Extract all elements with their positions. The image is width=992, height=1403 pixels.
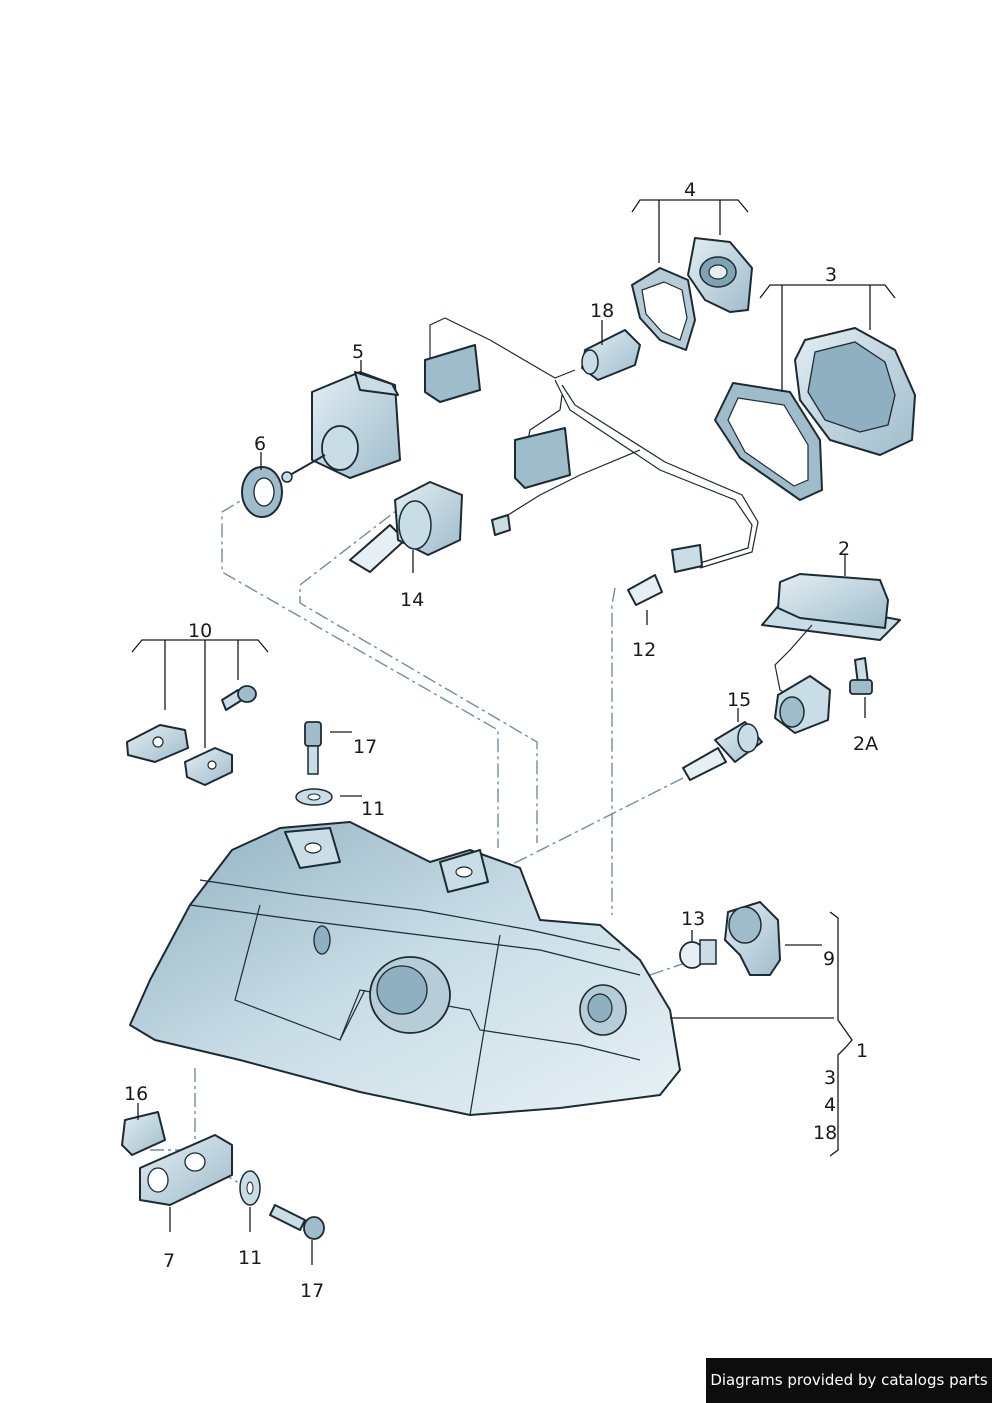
label-1-sub-18: 18 [813, 1122, 837, 1144]
label-2: 2 [838, 538, 850, 560]
footer-credit: Diagrams provided by catalogs parts [706, 1358, 992, 1403]
label-2a: 2A [853, 733, 878, 755]
label-18: 18 [590, 300, 614, 322]
label-10: 10 [188, 620, 212, 642]
label-6: 6 [254, 433, 266, 455]
part-17-bolt-upper [304, 721, 322, 775]
part-4-seal-and-cover [631, 237, 753, 351]
part-10-clips-and-screw [126, 685, 257, 786]
label-14: 14 [400, 589, 424, 611]
part-5-control-module [281, 371, 401, 483]
label-17-lower: 17 [300, 1280, 324, 1302]
part-1-headlight-housing [129, 821, 681, 1116]
part-14-headlight-bulb [349, 481, 463, 573]
label-4: 4 [684, 179, 696, 201]
label-15: 15 [727, 689, 751, 711]
label-7: 7 [163, 1250, 175, 1272]
part-11-washer-upper [295, 788, 333, 806]
part-16-clip [121, 1111, 166, 1156]
part-13-side-bulb [679, 939, 717, 969]
part-11-washer-lower [239, 1170, 261, 1206]
part-2-control-unit [761, 573, 901, 734]
label-11-upper: 11 [361, 798, 385, 820]
part-12-bulb [627, 574, 663, 606]
label-16: 16 [124, 1083, 148, 1105]
part-3-rear-cover-and-seal [714, 327, 916, 501]
label-12: 12 [632, 639, 656, 661]
part-15-xenon-bulb [682, 721, 763, 781]
label-13: 13 [681, 908, 705, 930]
label-5: 5 [352, 341, 364, 363]
label-9: 9 [823, 948, 835, 970]
label-17-upper: 17 [353, 736, 377, 758]
label-1-sub-4: 4 [824, 1094, 836, 1116]
label-1: 1 [856, 1040, 868, 1062]
label-3: 3 [825, 264, 837, 286]
part-17-bolt-lower [269, 1204, 325, 1240]
part-9-bulb-socket [724, 901, 781, 976]
callout-lines [131, 199, 896, 1265]
part-7-bracket [139, 1134, 233, 1206]
part-2a-screw [849, 657, 873, 695]
label-1-sub-3: 3 [824, 1067, 836, 1089]
part-6-retaining-ring [241, 466, 283, 518]
label-11-lower: 11 [238, 1247, 262, 1269]
part-18-wiring-harness [424, 317, 759, 573]
callout-labels: 4 3 18 5 6 14 2 12 10 17 11 15 2A 13 9 1… [124, 179, 878, 1302]
